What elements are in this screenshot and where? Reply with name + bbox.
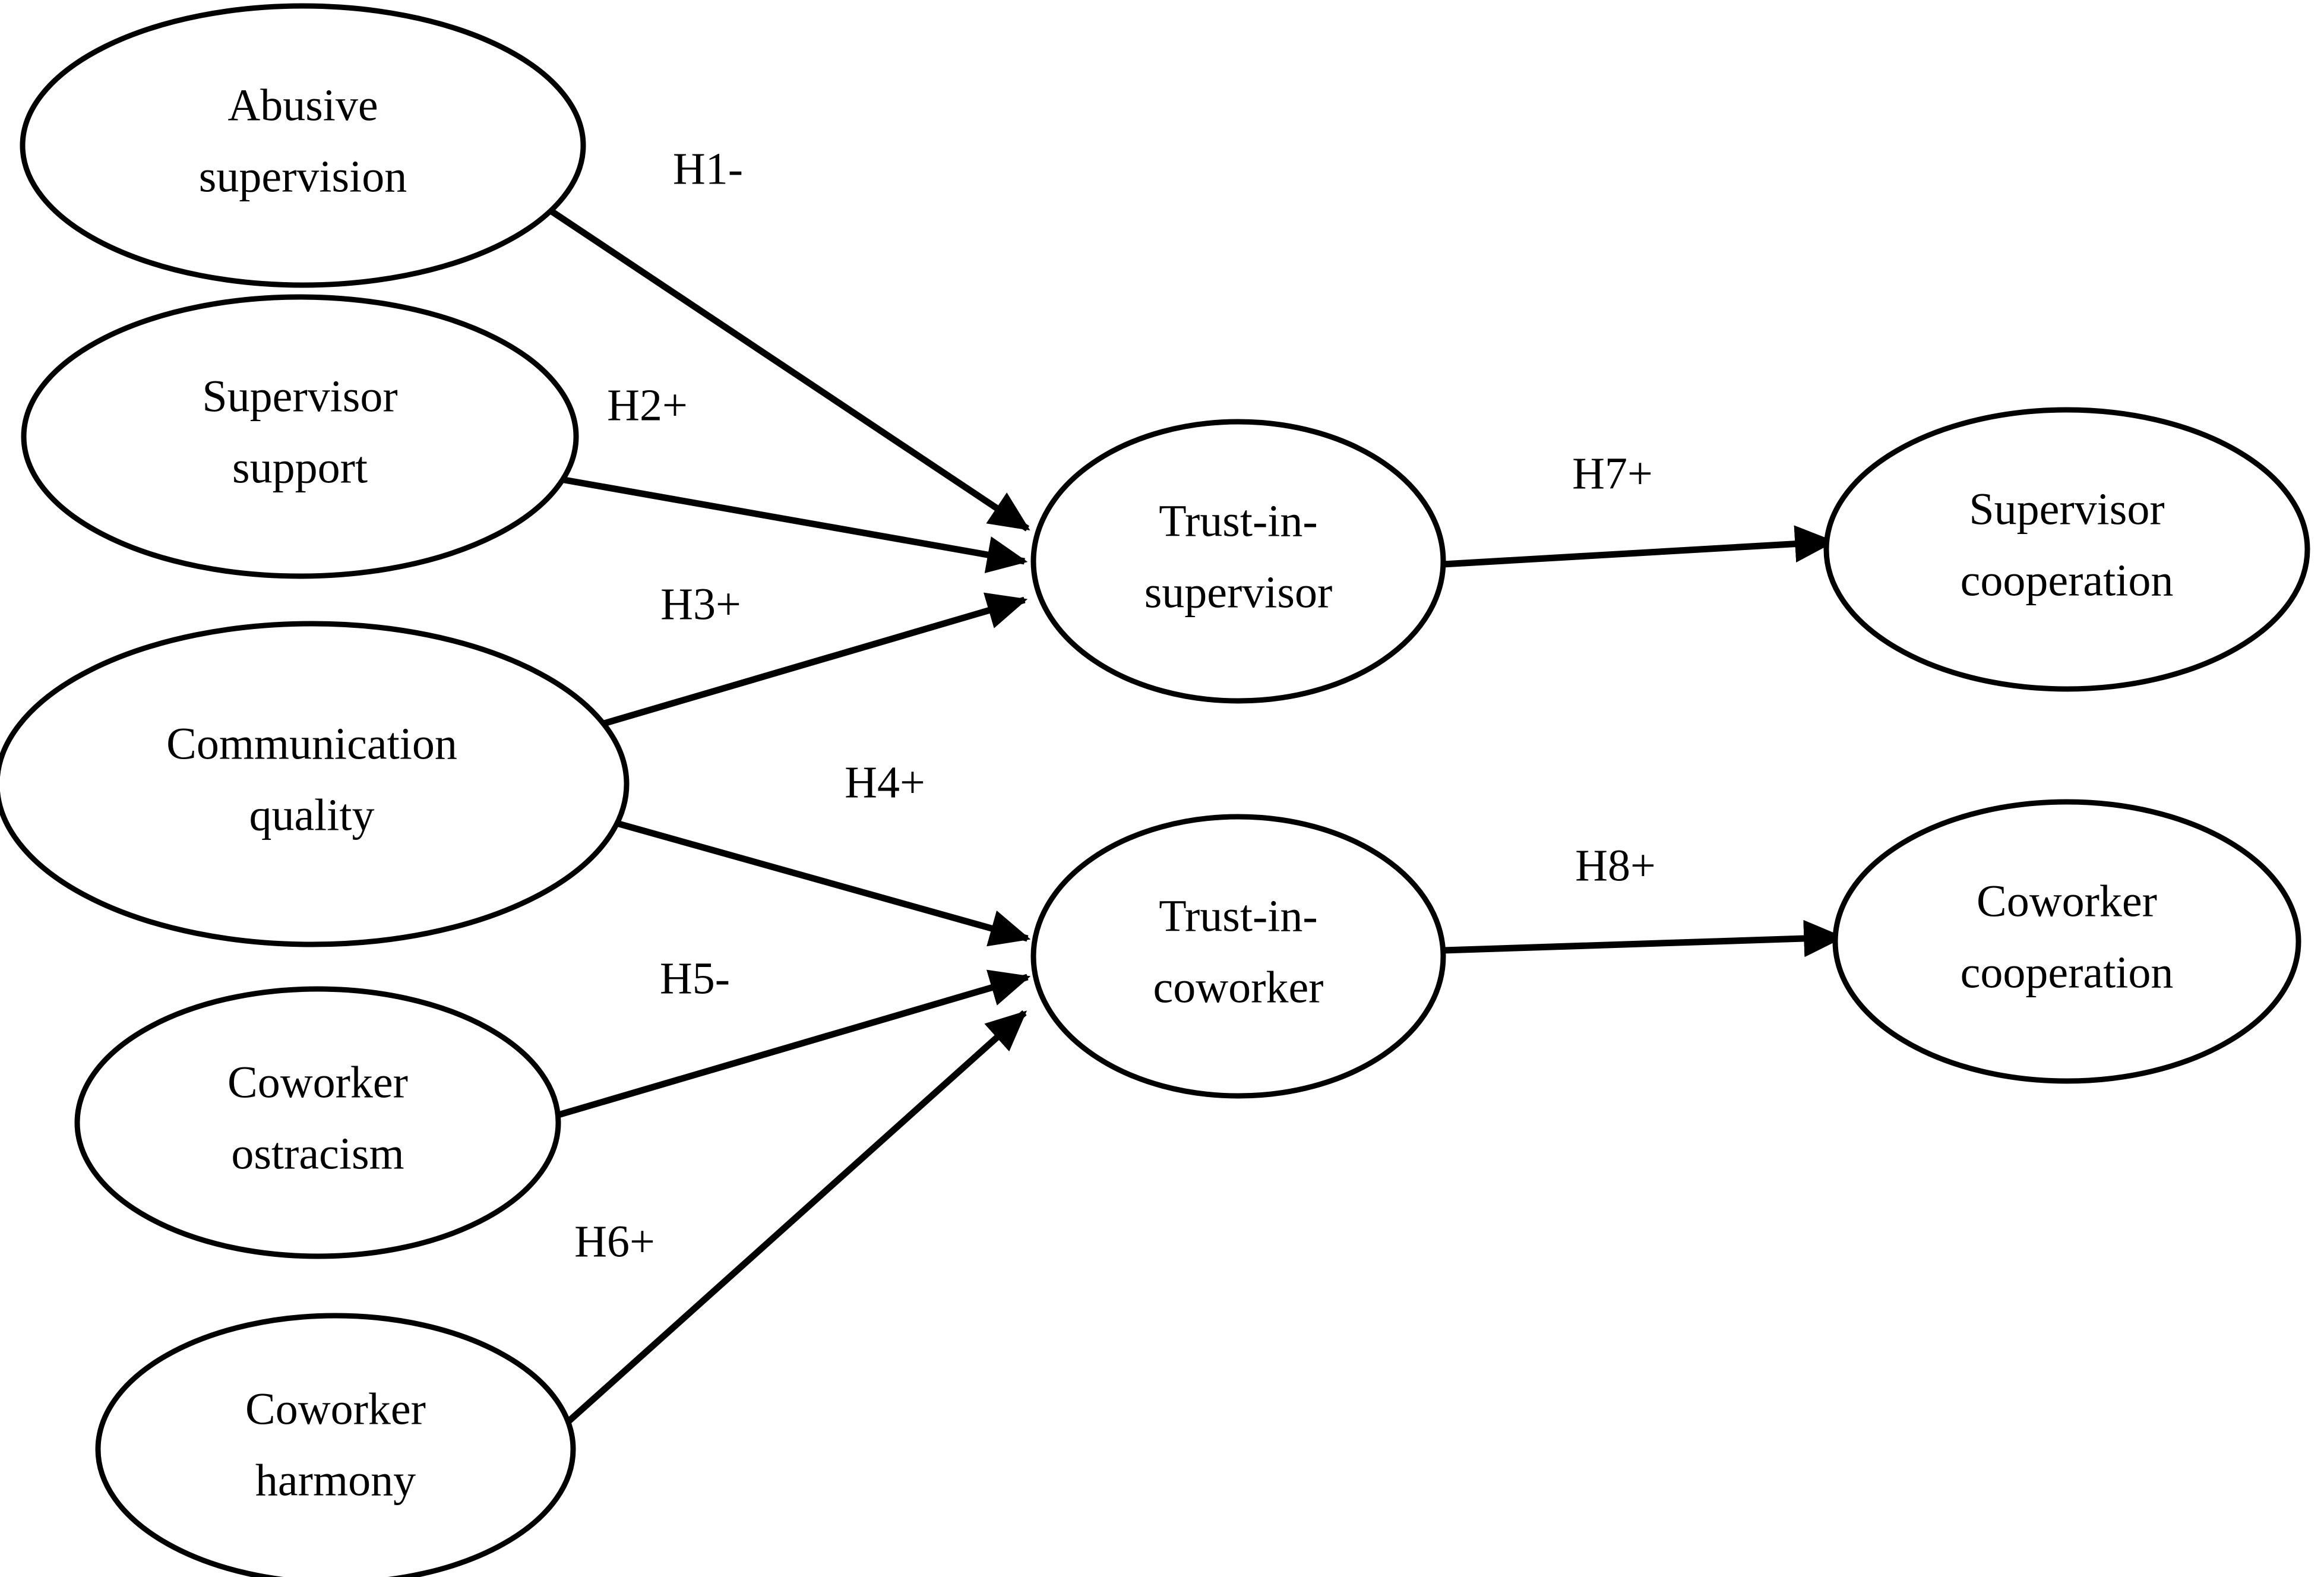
node-label-line2-coworker_cooperation: cooperation <box>1961 947 2174 997</box>
node-label-line2-coworker_harmony: harmony <box>255 1455 416 1505</box>
node-ellipse-abusive_supervision[interactable] <box>20 3 586 288</box>
node-label-line2-trust_in_supervisor: supervisor <box>1144 567 1333 617</box>
node-ellipse-trust_in_supervisor[interactable] <box>1030 419 1446 704</box>
edge-labels-layer: H1- H2+ H3+ H4+ H5- H6+ H7+ H8+ <box>574 144 1656 1266</box>
node-ellipse-trust_in_coworker[interactable] <box>1030 814 1446 1099</box>
node-label-line2-supervisor_cooperation: cooperation <box>1961 555 2174 605</box>
node-ellipse-coworker_harmony[interactable] <box>95 1313 576 1577</box>
edge-h6 <box>565 1010 1027 1426</box>
node-label-line2-supervisor_support: support <box>232 443 368 492</box>
node-label-line1-supervisor_cooperation: Supervisor <box>1969 484 2164 534</box>
node-ellipse-coworker_ostracism[interactable] <box>74 986 561 1259</box>
edge-label-h6: H6+ <box>574 1216 655 1266</box>
edge-line-h5 <box>551 969 1031 1120</box>
edge-line-h4 <box>614 819 1031 947</box>
edge-h5 <box>551 969 1031 1120</box>
node-label-line1-coworker_ostracism: Coworker <box>227 1057 408 1107</box>
node-ellipse-supervisor_support[interactable] <box>21 294 579 579</box>
node-label-line1-trust_in_supervisor: Trust-in- <box>1159 496 1317 546</box>
edge-h7 <box>1443 525 1836 568</box>
edge-line-h8 <box>1443 919 1845 957</box>
edge-label-h7: H7+ <box>1572 448 1653 498</box>
edge-label-h1: H1- <box>673 144 743 194</box>
node-trust_in_coworker[interactable]: Trust-in-coworker <box>1030 814 1446 1099</box>
node-ellipse-supervisor_cooperation[interactable] <box>1823 407 2310 692</box>
edge-h1 <box>526 193 1030 532</box>
edge-line-h6 <box>565 1010 1027 1426</box>
node-ellipse-coworker_cooperation[interactable] <box>1832 799 2301 1084</box>
node-label-line2-abusive_supervision: supervision <box>199 151 407 201</box>
edge-line-h2 <box>537 472 1028 573</box>
node-label-line1-communication_quality: Communication <box>166 719 457 769</box>
node-label-line1-trust_in_coworker: Trust-in- <box>1159 891 1317 941</box>
node-coworker_harmony[interactable]: Coworker harmony <box>95 1313 576 1577</box>
node-label-line2-communication_quality: quality <box>249 790 374 840</box>
edge-h4 <box>614 819 1031 947</box>
edges-layer <box>526 193 1845 1426</box>
node-label-line2-trust_in_coworker: coworker <box>1153 962 1324 1012</box>
edge-line-h7 <box>1443 525 1836 568</box>
node-label-line1-coworker_cooperation: Coworker <box>1977 876 2157 926</box>
edge-label-h2: H2+ <box>607 380 688 430</box>
node-label-line1-coworker_harmony: Coworker <box>245 1384 426 1434</box>
edge-h8 <box>1443 919 1845 957</box>
edge-line-h3 <box>599 592 1028 728</box>
node-communication_quality[interactable]: Communication quality <box>0 621 630 947</box>
node-supervisor_cooperation[interactable]: Supervisor cooperation <box>1823 407 2310 692</box>
node-label-line1-supervisor_support: Supervisor <box>202 371 397 421</box>
edge-label-h3: H3+ <box>660 579 741 629</box>
edge-h3 <box>599 592 1028 728</box>
edge-label-h4: H4+ <box>845 757 925 807</box>
edge-h2 <box>537 472 1028 573</box>
edge-label-h5: H5- <box>660 953 730 1003</box>
node-coworker_cooperation[interactable]: Coworker cooperation <box>1832 799 2301 1084</box>
node-label-line2-coworker_ostracism: ostracism <box>231 1129 404 1178</box>
node-supervisor_support[interactable]: Supervisor support <box>21 294 579 579</box>
node-label-line1-abusive_supervision: Abusive <box>227 80 378 130</box>
node-coworker_ostracism[interactable]: Coworker ostracism <box>74 986 561 1259</box>
edge-label-h8: H8+ <box>1575 840 1656 890</box>
node-trust_in_supervisor[interactable]: Trust-in-supervisor <box>1030 419 1446 704</box>
node-ellipse-communication_quality[interactable] <box>0 621 630 947</box>
edge-line-h1 <box>526 193 1030 532</box>
node-abusive_supervision[interactable]: Abusive supervision <box>20 3 586 288</box>
